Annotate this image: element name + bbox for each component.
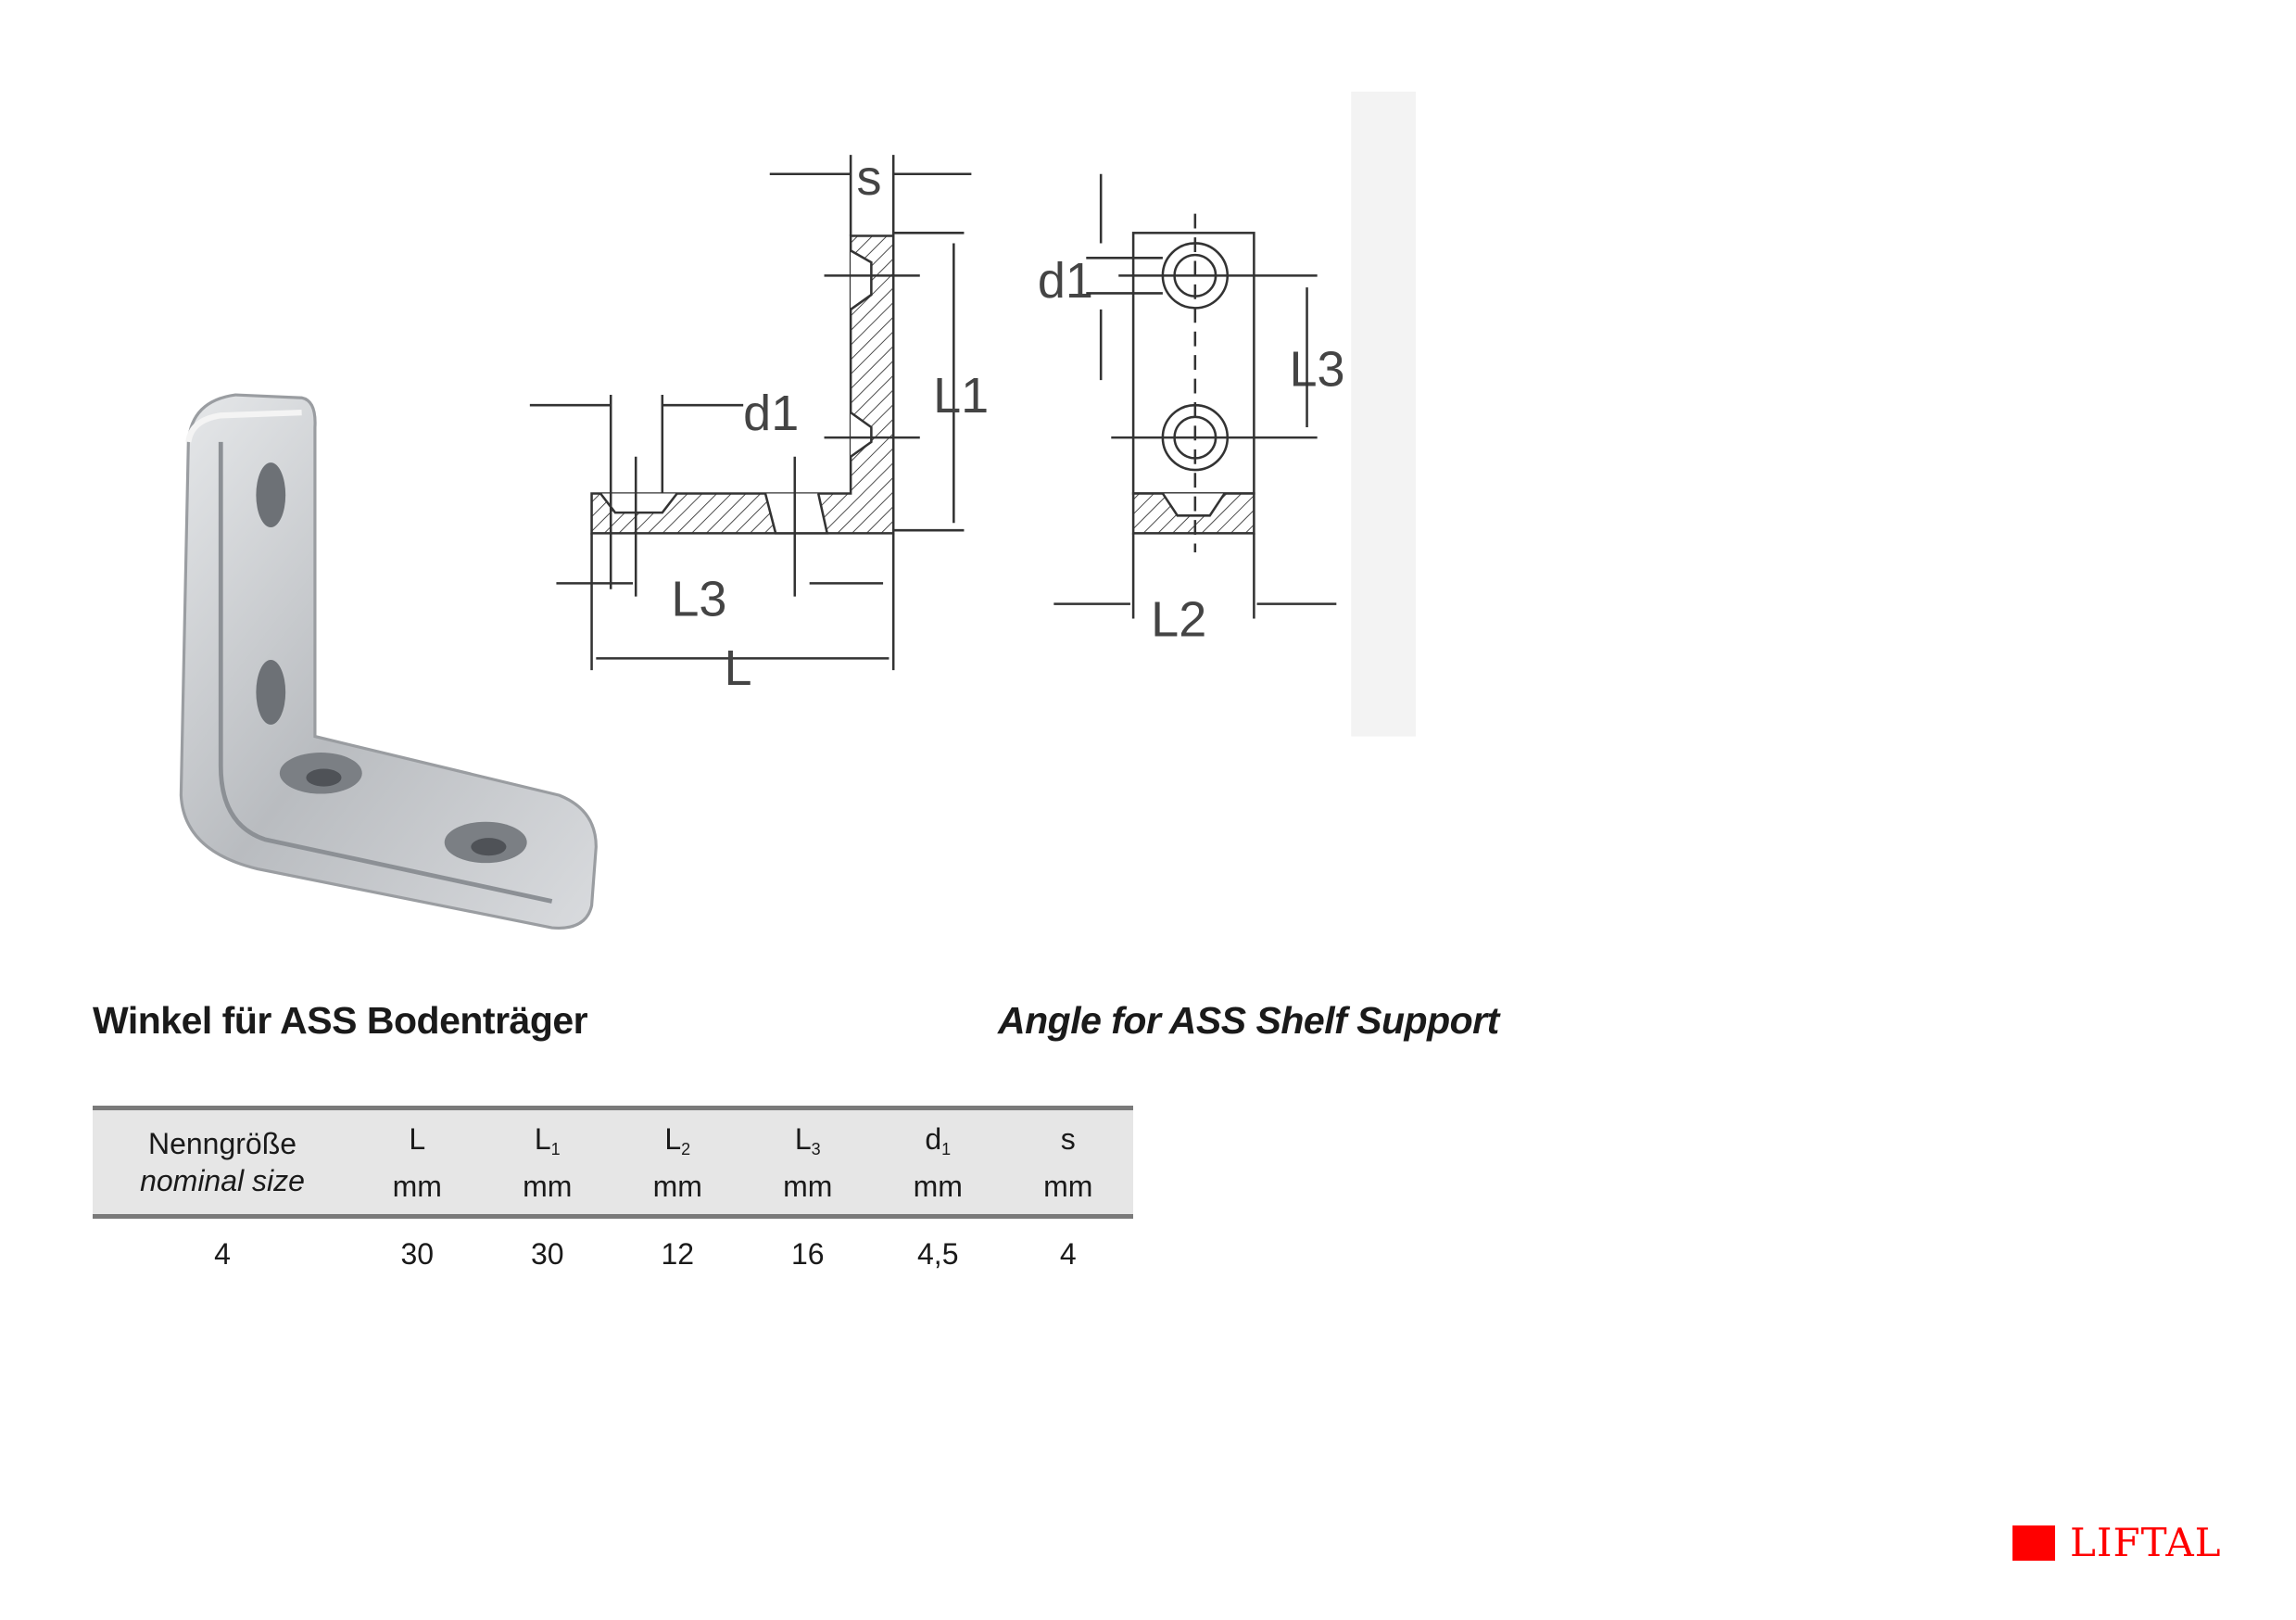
title-german: Winkel für ASS Bodenträger [93, 999, 588, 1042]
header-symbol: L [409, 1121, 426, 1156]
cell-d1: 4,5 [917, 1236, 959, 1271]
drawing-shadow [1351, 91, 1417, 737]
header-d1: d1 mm [873, 1106, 1003, 1219]
logo-square-icon [2012, 1525, 2055, 1561]
header-L2: L2 mm [612, 1106, 743, 1219]
header-symbol: L [534, 1121, 551, 1156]
label-L3-front: L3 [1289, 342, 1344, 398]
header-symbol: L [664, 1121, 682, 1156]
header-sub: 2 [681, 1139, 691, 1158]
logo-text: LIFTAL [2070, 1520, 2222, 1565]
label-s: s [856, 150, 881, 206]
header-sub: 1 [941, 1139, 952, 1158]
header-unit: mm [523, 1169, 573, 1203]
header-nominal-size: Nenngröße nominal size [93, 1106, 352, 1219]
header-unit: mm [652, 1169, 702, 1203]
cell-L1: 30 [530, 1236, 564, 1271]
label-L1: L1 [933, 368, 989, 424]
cell-L2: 12 [661, 1236, 695, 1271]
header-symbol: d [925, 1121, 942, 1156]
front-view [1053, 173, 1337, 619]
cell-nominal-size: 4 [214, 1236, 231, 1271]
cell-L3: 16 [790, 1236, 825, 1271]
header-label-en: nominal size [140, 1164, 305, 1197]
side-view [529, 155, 972, 671]
liftal-logo: LIFTAL [2012, 1520, 2222, 1565]
bracket-photo [179, 393, 598, 930]
label-d1-front: d1 [1038, 253, 1093, 309]
title-english: Angle for ASS Shelf Support [998, 999, 1499, 1042]
label-L2: L2 [1151, 592, 1206, 648]
header-symbol: L [794, 1121, 812, 1156]
header-L3: L3 mm [742, 1106, 873, 1219]
label-d1-side: d1 [743, 386, 799, 441]
header-sub: 3 [811, 1139, 821, 1158]
label-L3-side: L3 [671, 571, 726, 626]
header-unit: mm [392, 1169, 442, 1203]
table-row: 4 30 30 12 16 4,5 4 [93, 1217, 1133, 1285]
header-label: Nenngröße [147, 1127, 297, 1160]
header-unit: mm [1043, 1169, 1093, 1203]
header-unit: mm [913, 1169, 963, 1203]
header-L1: L1 mm [482, 1106, 612, 1219]
cell-L: 30 [400, 1236, 435, 1271]
header-s: s mm [1003, 1106, 1133, 1219]
header-unit: mm [783, 1169, 833, 1203]
header-sub: 1 [550, 1139, 561, 1158]
cell-s: 4 [1059, 1236, 1077, 1271]
header-symbol: s [1060, 1121, 1076, 1156]
label-L: L [725, 640, 752, 696]
